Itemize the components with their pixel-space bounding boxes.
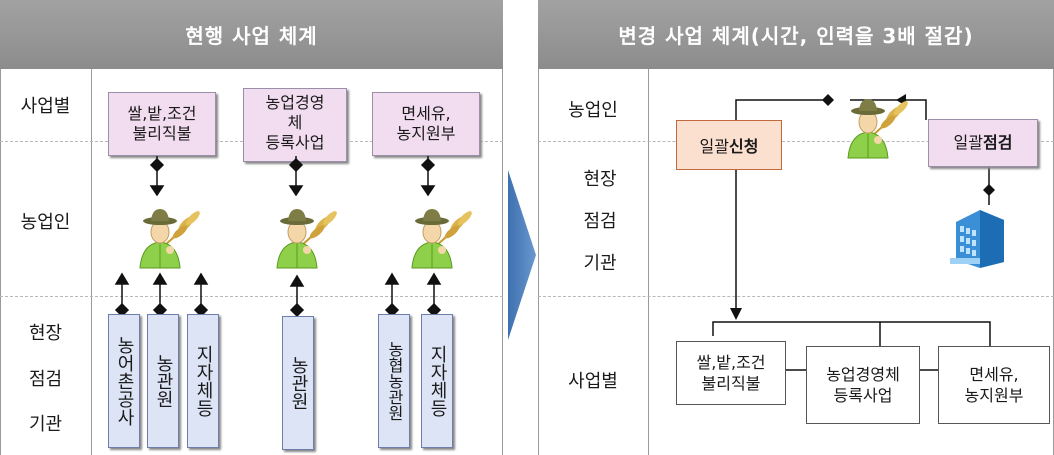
program-line: 등록사업 xyxy=(265,133,325,152)
row-label-program: 사업별 xyxy=(20,96,71,117)
farmer-with-wheat-icon xyxy=(276,208,339,269)
row-label-agency: 기관 xyxy=(28,414,63,435)
agency-box-naqs-2: 농관원 xyxy=(282,316,314,450)
program-line: 등록사업 xyxy=(833,386,893,405)
right-label-divider xyxy=(648,69,649,455)
agency-box-local-gov: 지자체등 xyxy=(187,314,219,448)
program-box-tax-free-oil: 면세유, 농지원부 xyxy=(372,92,480,156)
program-line: 농업경영체 xyxy=(826,365,900,384)
left-label-divider xyxy=(91,69,92,455)
row-label-program: 사업별 xyxy=(568,371,618,392)
right-arrow-chevron-icon xyxy=(508,170,536,340)
agency-box-naqs: 농관원 xyxy=(147,314,179,448)
right-panel-header: 변경 사업 체계(시간, 인력을 3배 절감) xyxy=(538,0,1054,69)
program-line: 면세유, xyxy=(401,104,451,123)
agency-box-local-gov-2: 지자체등 xyxy=(421,314,453,448)
farmer-with-wheat-icon xyxy=(411,208,474,269)
right-row-divider-2 xyxy=(538,296,1054,297)
row-label-farmer: 농업인 xyxy=(20,212,71,233)
program-box-tax-free-oil: 면세유, 농지원부 xyxy=(938,346,1050,424)
agency-box-rural-community: 농어촌공사 xyxy=(108,314,140,448)
batch-apply-bold: 신청 xyxy=(729,137,759,156)
program-box-farm-registration: 농업경영체 등록사업 xyxy=(806,346,920,424)
farmer-with-wheat-icon xyxy=(139,208,202,269)
left-connectors xyxy=(114,156,442,318)
row-label-inspection: 점검 xyxy=(583,211,617,232)
right-connectors xyxy=(712,94,995,371)
batch-apply-prefix: 일괄 xyxy=(699,137,729,156)
program-line: 쌀,밭,조건 xyxy=(696,353,766,372)
program-box-farm-registration: 농업경영 체 등록사업 xyxy=(243,88,347,162)
program-box-rice-subsidy: 쌀,밭,조건 불리직불 xyxy=(676,341,786,405)
row-label-field: 현장 xyxy=(583,169,617,190)
program-line: 농업경영 xyxy=(265,93,325,112)
office-building-icon xyxy=(950,210,1004,268)
row-label-field: 현장 xyxy=(28,323,63,344)
agency-box-nh-naqs: 농협농관원 xyxy=(378,314,410,448)
program-line: 불리직불 xyxy=(132,124,192,143)
program-line: 불리직불 xyxy=(701,374,761,393)
program-line: 체 xyxy=(287,113,303,132)
program-line: 면세유, xyxy=(969,365,1019,384)
batch-inspect-bold: 점검 xyxy=(983,133,1013,152)
row-label-inspection: 점검 xyxy=(28,369,63,390)
left-row-divider-2 xyxy=(0,296,503,297)
left-panel-header: 현행 사업 체계 xyxy=(0,0,503,69)
program-box-rice-subsidy: 쌀,밭,조건 불리직불 xyxy=(108,92,216,156)
farmer-with-wheat-icon xyxy=(847,98,910,159)
left-panel xyxy=(0,69,503,455)
batch-inspect-prefix: 일괄 xyxy=(953,133,983,152)
row-label-farmer: 농업인 xyxy=(568,100,618,121)
row-label-agency: 기관 xyxy=(583,253,617,274)
right-row-divider-1 xyxy=(538,141,1054,142)
program-line: 농지원부 xyxy=(396,124,456,143)
program-line: 농지원부 xyxy=(964,386,1024,405)
program-line: 쌀,밭,조건 xyxy=(127,104,197,123)
